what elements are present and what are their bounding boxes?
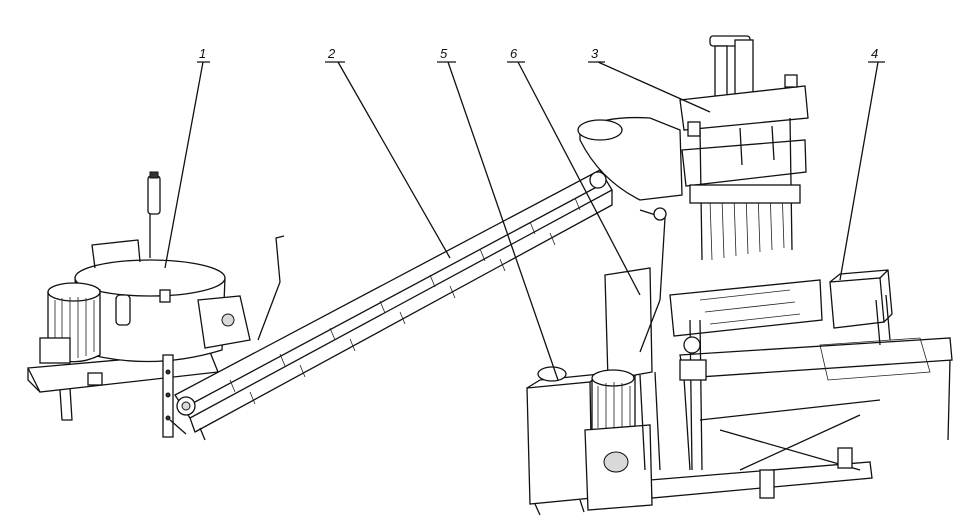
mould-table bbox=[604, 267, 953, 499]
control-box bbox=[829, 269, 893, 346]
callout-label-6: 6 bbox=[510, 46, 518, 61]
hydraulic-station bbox=[526, 366, 661, 516]
callout-4: 4 bbox=[839, 46, 885, 281]
belt-conveyor bbox=[169, 169, 613, 441]
press-head bbox=[577, 35, 809, 261]
callout-6: 6 bbox=[507, 46, 641, 296]
callout-2: 2 bbox=[325, 46, 451, 259]
callout-label-3: 3 bbox=[591, 46, 599, 61]
callout-label-5: 5 bbox=[440, 46, 448, 61]
feeder-column bbox=[639, 207, 707, 471]
callout-1: 1 bbox=[164, 46, 210, 269]
callout-label-4: 4 bbox=[871, 46, 878, 61]
mixer-unit bbox=[26, 171, 285, 438]
callout-label-2: 2 bbox=[327, 46, 336, 61]
callout-3: 3 bbox=[588, 46, 711, 113]
callout-5: 5 bbox=[437, 46, 559, 381]
callout-label-1: 1 bbox=[199, 46, 206, 61]
